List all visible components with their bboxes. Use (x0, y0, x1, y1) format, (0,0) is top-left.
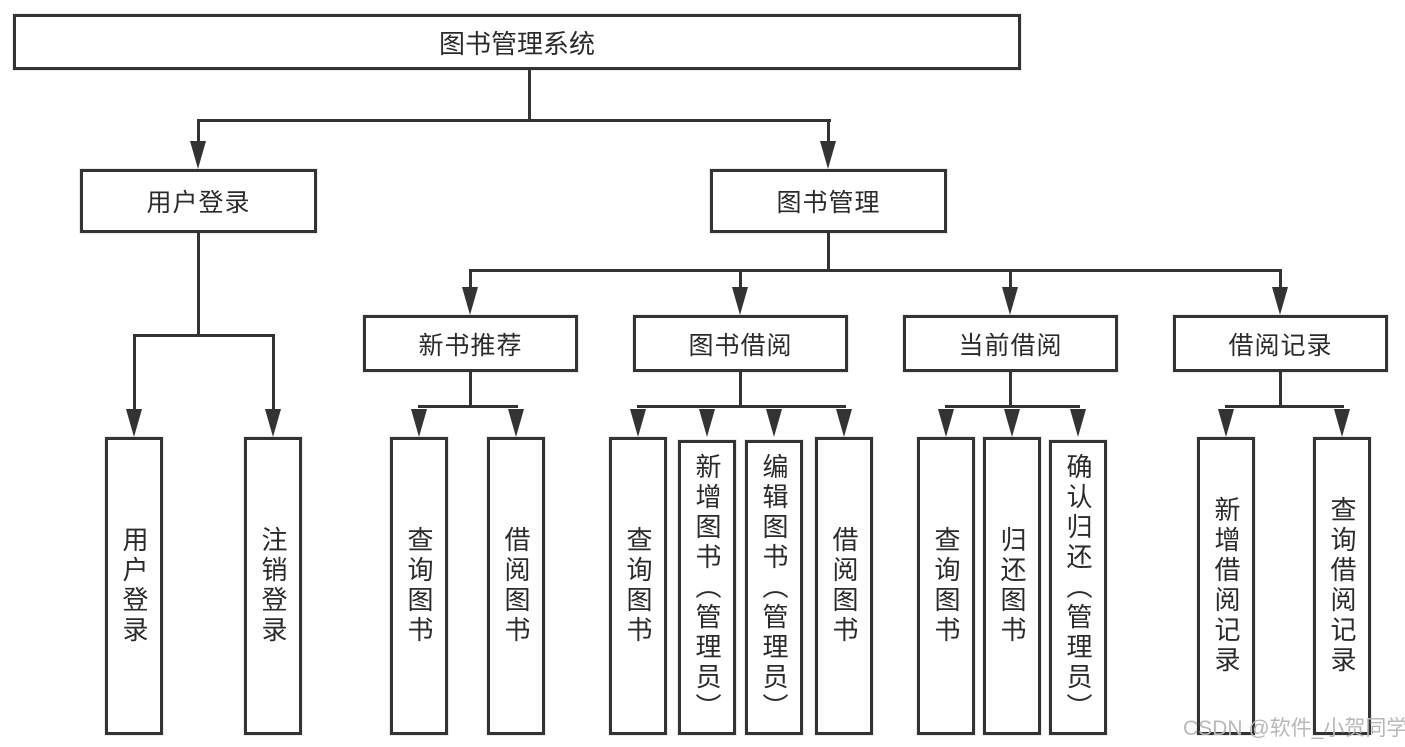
connector-line (272, 334, 275, 410)
leaf-borrow-add-book: 新增图书（管理员） (678, 440, 736, 735)
connector-line (197, 233, 200, 336)
arrowhead-down-icon (508, 409, 524, 437)
leaf-borrow-edit-book: 编辑图书（管理员） (745, 440, 803, 735)
leaf-current-return-book-label: 归还图书 (997, 526, 1027, 646)
connector-line (1009, 269, 1012, 289)
node-user-login: 用户登录 (80, 169, 317, 233)
leaf-current-return-book: 归还图书 (983, 437, 1041, 735)
arrowhead-down-icon (265, 409, 281, 437)
leaf-recommend-borrow-book: 借阅图书 (487, 437, 545, 735)
arrowhead-down-icon (938, 409, 954, 437)
arrowhead-down-icon (411, 409, 427, 437)
leaf-logout-label: 注销登录 (258, 526, 288, 646)
connector-line (133, 334, 136, 410)
leaf-logout: 注销登录 (244, 437, 302, 735)
arrowhead-down-icon (126, 409, 142, 437)
connector-line (637, 405, 846, 408)
arrowhead-down-icon (1272, 287, 1288, 315)
connector-line (827, 119, 830, 144)
watermark-text: CSDN @软件_小贺同学 (1183, 717, 1405, 740)
arrowhead-down-icon (699, 409, 715, 437)
node-root-label: 图书管理系统 (438, 28, 595, 59)
node-book-management-label: 图书管理 (776, 189, 881, 217)
leaf-borrow-add-book-label: 新增图书（管理员） (692, 452, 722, 723)
leaf-records-add-record: 新增借阅记录 (1197, 437, 1255, 735)
node-current-borrow-label: 当前借阅 (958, 331, 1063, 360)
node-user-login-label: 用户登录 (146, 189, 251, 217)
leaf-borrow-borrow-book-label: 借阅图书 (829, 526, 859, 646)
leaf-current-confirm-return: 确认归还（管理员） (1049, 440, 1107, 735)
connector-line (469, 269, 1282, 272)
node-borrow-records: 借阅记录 (1173, 315, 1388, 372)
arrowhead-down-icon (1070, 409, 1086, 437)
leaf-records-query-record: 查询借阅记录 (1313, 437, 1371, 735)
arrowhead-down-icon (1004, 409, 1020, 437)
arrowhead-down-icon (732, 287, 748, 315)
leaf-borrow-query-book-label: 查询图书 (623, 526, 653, 646)
connector-line (469, 269, 472, 289)
node-borrow-records-label: 借阅记录 (1228, 331, 1333, 360)
connector-line (469, 372, 472, 407)
leaf-user-login: 用户登录 (105, 437, 163, 735)
connector-line (528, 70, 531, 119)
connector-line (1009, 372, 1012, 407)
arrowhead-down-icon (1334, 409, 1350, 437)
arrowhead-down-icon (190, 141, 206, 169)
node-current-borrow: 当前借阅 (903, 315, 1118, 372)
node-book-management: 图书管理 (710, 169, 947, 233)
leaf-recommend-query-book-label: 查询图书 (404, 526, 434, 646)
leaf-recommend-query-book: 查询图书 (390, 437, 448, 735)
arrowhead-down-icon (1002, 287, 1018, 315)
node-book-borrow: 图书借阅 (633, 315, 848, 372)
node-new-book-recommend: 新书推荐 (363, 315, 578, 372)
node-book-borrow-label: 图书借阅 (688, 331, 793, 360)
arrowhead-down-icon (630, 409, 646, 437)
leaf-recommend-borrow-book-label: 借阅图书 (501, 526, 531, 646)
leaf-current-query-book-label: 查询图书 (931, 526, 961, 646)
arrowhead-down-icon (462, 287, 478, 315)
arrowhead-down-icon (1218, 409, 1234, 437)
leaf-borrow-query-book: 查询图书 (609, 437, 667, 735)
connector-line (1279, 372, 1282, 407)
arrowhead-down-icon (820, 141, 836, 169)
leaf-user-login-label: 用户登录 (119, 526, 149, 646)
connector-line (1279, 269, 1282, 289)
leaf-borrow-edit-book-label: 编辑图书（管理员） (759, 452, 789, 723)
leaf-current-query-book: 查询图书 (917, 437, 975, 735)
connector-line (197, 119, 200, 144)
arrowhead-down-icon (766, 409, 782, 437)
connector-line (418, 405, 518, 408)
connector-line (827, 233, 830, 271)
connector-line (197, 119, 831, 122)
connector-line (945, 405, 1080, 408)
leaf-current-confirm-return-label: 确认归还（管理员） (1063, 452, 1093, 723)
leaf-records-query-record-label: 查询借阅记录 (1327, 496, 1357, 676)
node-new-book-recommend-label: 新书推荐 (418, 331, 523, 360)
leaf-records-add-record-label: 新增借阅记录 (1211, 496, 1241, 676)
node-root-system: 图书管理系统 (13, 14, 1021, 70)
arrowhead-down-icon (836, 409, 852, 437)
connector-line (739, 269, 742, 289)
connector-line (133, 334, 275, 337)
connector-line (739, 372, 742, 407)
leaf-borrow-borrow-book: 借阅图书 (815, 437, 873, 735)
connector-line (1225, 405, 1344, 408)
